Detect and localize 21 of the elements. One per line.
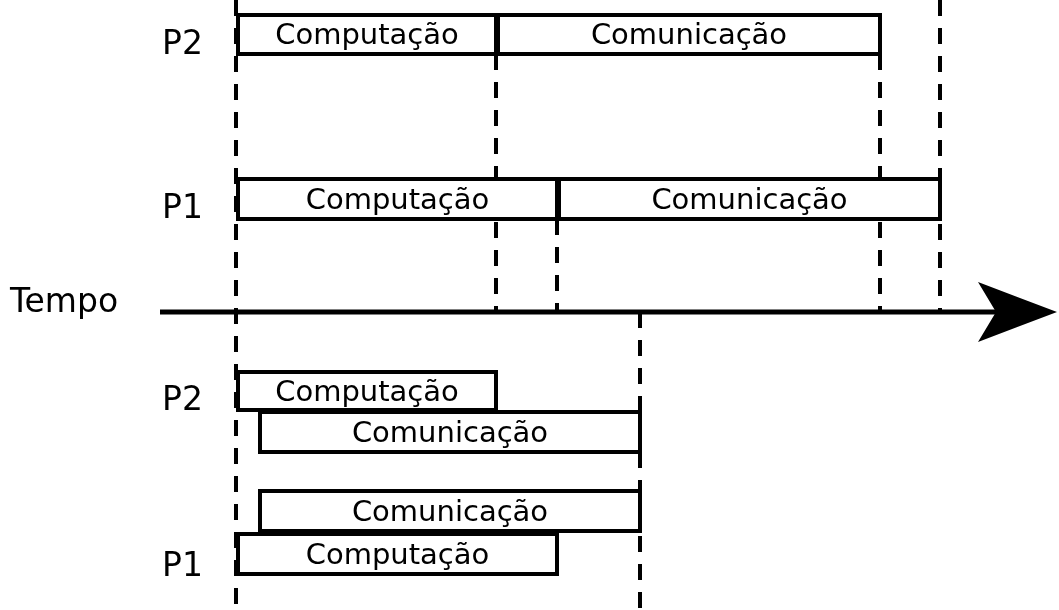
- activity-label: Computação: [275, 376, 459, 406]
- activity-box: [236, 177, 559, 221]
- activity-box: [236, 13, 498, 56]
- activity-label: Comunicação: [590, 20, 788, 49]
- activity-box: [258, 489, 642, 533]
- activity-box: [258, 410, 642, 454]
- activity-label: Comunicação: [651, 184, 848, 214]
- activity-label: Computação: [305, 184, 490, 214]
- activity-box: [557, 177, 942, 221]
- activity-box: [236, 370, 498, 412]
- process-label: P2: [162, 382, 203, 415]
- activity-label: Computação: [275, 20, 459, 49]
- activity-box: [496, 13, 882, 56]
- activity-box: [236, 532, 559, 576]
- activity-label: Comunicação: [351, 417, 549, 447]
- activity-label: Comunicação: [351, 496, 549, 526]
- activity-label: Computação: [305, 539, 490, 569]
- process-label: P1: [162, 190, 203, 223]
- axis-label: Tempo: [10, 284, 119, 317]
- process-label: P1: [162, 548, 203, 581]
- process-label: P2: [162, 26, 203, 59]
